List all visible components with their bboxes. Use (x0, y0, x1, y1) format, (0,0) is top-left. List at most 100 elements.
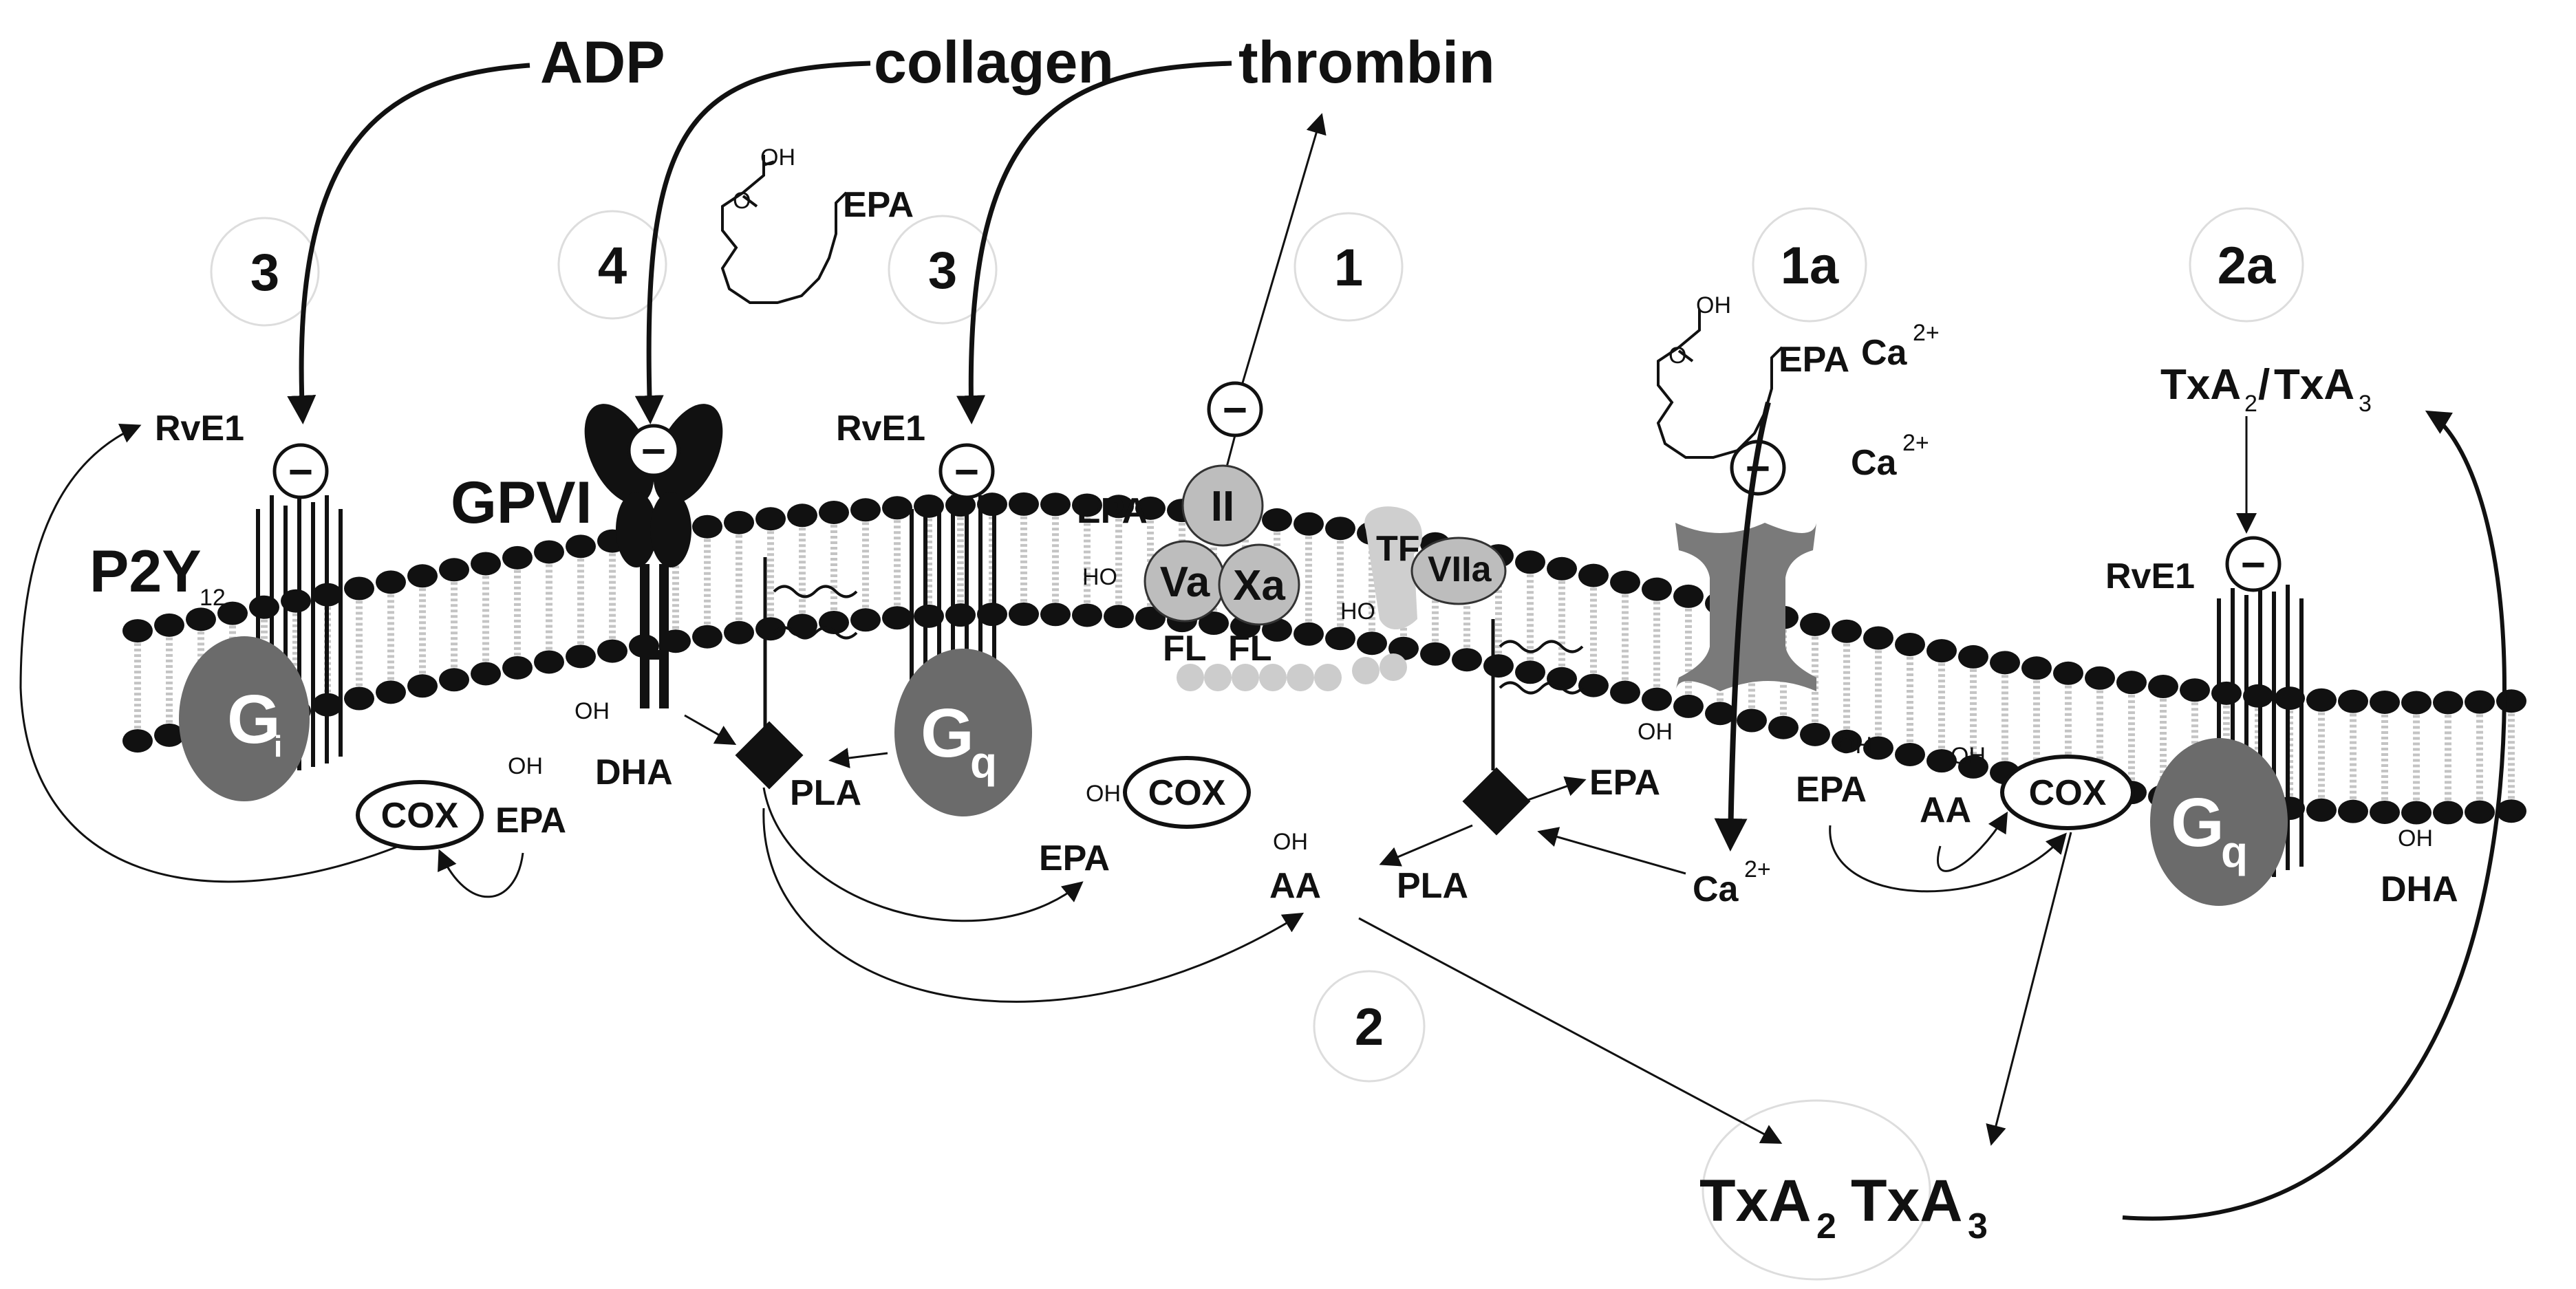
epa-label-left: EPA (495, 801, 566, 841)
pla-label-left: PLA (790, 773, 861, 813)
svg-text:1: 1 (1334, 239, 1363, 297)
lipid-head (1199, 611, 1229, 636)
epa-right-oh: OH (1696, 292, 1731, 318)
lipid-head (122, 619, 153, 643)
svg-text:TxA: TxA (1851, 1168, 1962, 1234)
lipid-head (692, 625, 722, 649)
inhibition-symbol-right: − (2225, 536, 2282, 592)
lipid-head (1610, 570, 1640, 594)
lipid-head (1325, 517, 1355, 541)
svg-text:VIIa: VIIa (1428, 550, 1492, 589)
adp-arrow (287, 63, 530, 424)
collagen-label: collagen (874, 30, 1114, 96)
lipid-head (2085, 666, 2115, 690)
lipid-head (2370, 690, 2400, 714)
oh-label-6: OH (1837, 733, 1872, 759)
lipid-head (1958, 755, 1988, 779)
dha-to-pla-arrow (684, 714, 737, 745)
lipid-head (1832, 729, 1862, 753)
epa-molecule-structure-top (720, 155, 848, 304)
epa-label-pla-right: EPA (1589, 763, 1660, 803)
gq-protein-middle: G q (894, 649, 1032, 816)
lipid-head (1420, 642, 1450, 666)
lipid-head (1072, 493, 1102, 517)
svg-text:Ca: Ca (1693, 869, 1739, 909)
epa-top-oh: OH (760, 144, 795, 171)
lipid-head (1642, 687, 1672, 711)
calcium-label-1: Ca 2+ (1861, 320, 1940, 373)
aa-to-cox-right-arrow (1936, 811, 2008, 872)
svg-text:TxA: TxA (2160, 361, 2241, 409)
svg-text:COX: COX (381, 796, 459, 836)
svg-text:TF: TF (1376, 529, 1420, 569)
phospholipid-beads (1177, 653, 1407, 691)
svg-text:G: G (2171, 784, 2224, 861)
calcium-label-2: Ca 2+ (1851, 430, 1929, 483)
inhibition-symbol-gpvi: − (627, 424, 680, 477)
svg-text:i: i (274, 730, 282, 763)
wavy-chain-right-2 (1499, 681, 1584, 695)
lipid-head (1515, 550, 1545, 574)
lipid-head (566, 534, 596, 559)
lipid-head (344, 686, 374, 711)
inhibition-symbol-p2y12: − (272, 443, 329, 499)
lipid-head (977, 492, 1007, 517)
lipid-head (1610, 680, 1640, 704)
step-circle-2a: 2a (2189, 207, 2304, 323)
svg-text:−: − (1223, 387, 1247, 434)
gi-protein: G i (179, 636, 310, 801)
lipid-head (1578, 563, 1609, 587)
epa-molecule-structure-right (1656, 310, 1783, 459)
lipid-head (2021, 656, 2052, 680)
svg-text:q: q (970, 737, 997, 787)
fl-label-1: FL (1163, 629, 1207, 669)
pla-to-epa-arrow (762, 787, 1084, 922)
lipid-head (1800, 722, 1830, 746)
inhibition-symbol-prothrombinase: − (1207, 381, 1263, 437)
svg-text:3: 3 (2359, 391, 2372, 417)
lipid-head (1768, 715, 1799, 739)
lipid-head (1990, 651, 2020, 675)
lipid-head (2338, 799, 2368, 823)
aa-label-middle: AA (1269, 866, 1321, 906)
svg-text:COX: COX (1148, 773, 1226, 813)
svg-text:1a: 1a (1781, 237, 1839, 295)
lipid-head (2433, 691, 2463, 715)
lipid-head (2496, 799, 2526, 823)
svg-text:2a: 2a (2218, 237, 2276, 295)
tissue-factor-complex: TF VIIa (1364, 506, 1507, 629)
lipid-head (1578, 673, 1609, 697)
lipid-head (882, 606, 912, 630)
lipid-head (1009, 492, 1039, 516)
svg-text:−: − (954, 448, 979, 496)
lipid-head (439, 558, 469, 582)
oh-label-5: OH (1638, 719, 1673, 745)
svg-text:−: − (641, 428, 666, 475)
lipid-head (154, 613, 184, 637)
lipid-head (471, 552, 501, 576)
epa-right-o: O (1668, 343, 1686, 369)
svg-text:II: II (1211, 483, 1234, 530)
lipid-head (217, 601, 248, 625)
lipid-head (534, 650, 564, 674)
epa-label-factor: EPA (1077, 491, 1148, 531)
oh-label-8: OH (2398, 825, 2433, 852)
lipid-head (1040, 603, 1071, 627)
svg-text:Va: Va (1160, 559, 1210, 606)
lipid-head (1863, 626, 1893, 650)
lipid-head (566, 644, 596, 669)
lipid-head (1009, 602, 1039, 626)
cox-to-rve1-arrow (19, 424, 400, 883)
lipid-head (2053, 661, 2083, 685)
lipid-head (439, 668, 469, 692)
lipid-head (1357, 631, 1387, 656)
calcium-label-3: Ca 2+ (1693, 856, 1771, 909)
svg-text:2+: 2+ (1902, 430, 1929, 456)
lipid-head (1452, 648, 1482, 672)
svg-text:q: q (2221, 827, 2248, 876)
step-circle-1a: 1a (1752, 207, 1867, 323)
dha-label-left: DHA (595, 752, 673, 792)
calcium-influx-arrow (1714, 401, 1771, 852)
lipid-head (914, 494, 944, 518)
